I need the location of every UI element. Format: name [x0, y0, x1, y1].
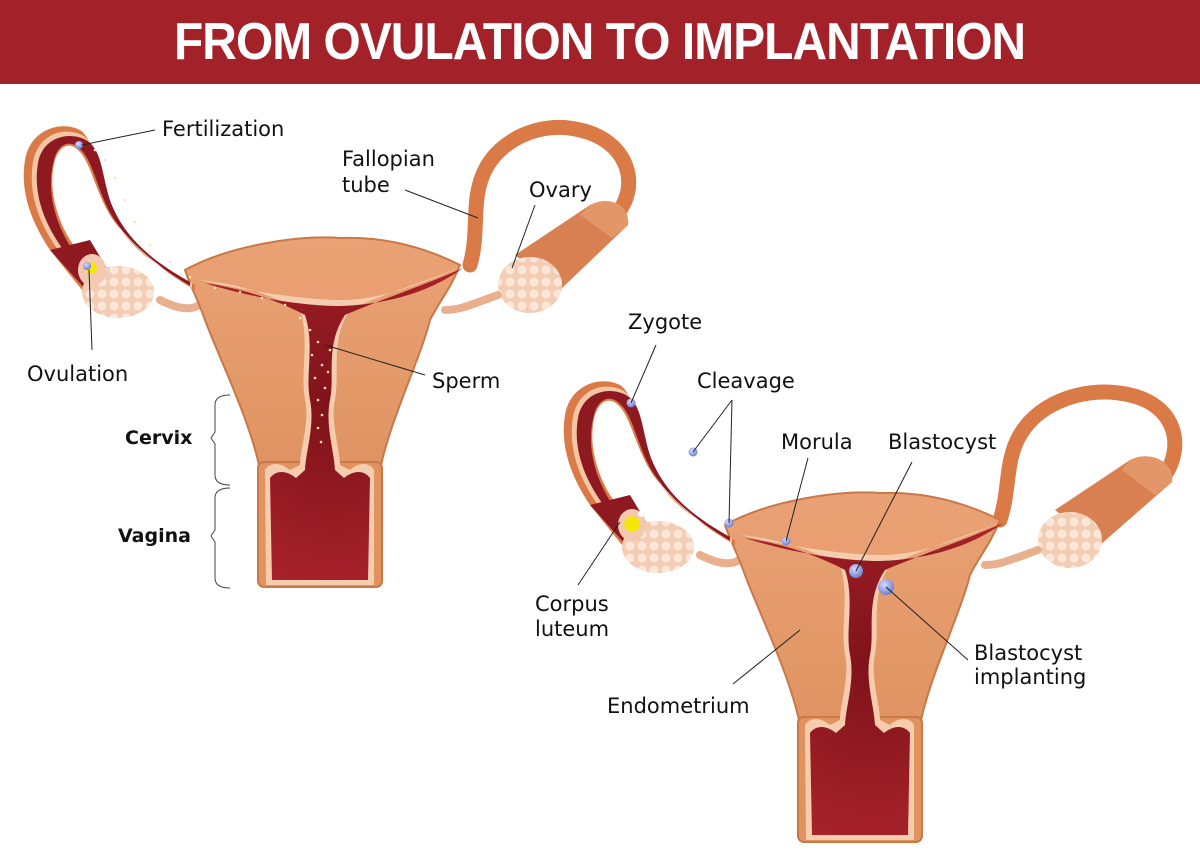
- label-ovary: Ovary: [529, 178, 592, 202]
- label-fallopian-tube-line2: tube: [342, 173, 390, 197]
- label-cervix: Cervix: [125, 427, 193, 449]
- label-cleavage: Cleavage: [697, 369, 795, 393]
- label-ovulation: Ovulation: [27, 362, 129, 386]
- right-uterus-diagram: [563, 344, 1183, 843]
- left-uterus-diagram: [23, 119, 637, 589]
- label-vagina: Vagina: [118, 525, 191, 547]
- label-fertilization: Fertilization: [162, 117, 285, 141]
- label-blastocyst-implanting-line1: Blastocyst: [974, 641, 1083, 665]
- label-morula: Morula: [781, 430, 853, 454]
- page-title: FROM OVULATION TO IMPLANTATION: [174, 13, 1026, 71]
- label-fallopian-tube-line1: Fallopian: [342, 147, 435, 171]
- label-corpus-luteum-line2: luteum: [535, 617, 610, 641]
- label-zygote: Zygote: [628, 310, 703, 334]
- label-blastocyst-implanting-line2: implanting: [974, 665, 1087, 689]
- label-corpus-luteum-line1: Corpus: [535, 592, 609, 616]
- title-banner: FROM OVULATION TO IMPLANTATION: [0, 0, 1200, 84]
- label-endometrium: Endometrium: [607, 694, 750, 718]
- label-blastocyst: Blastocyst: [888, 430, 997, 454]
- label-sperm: Sperm: [432, 369, 501, 393]
